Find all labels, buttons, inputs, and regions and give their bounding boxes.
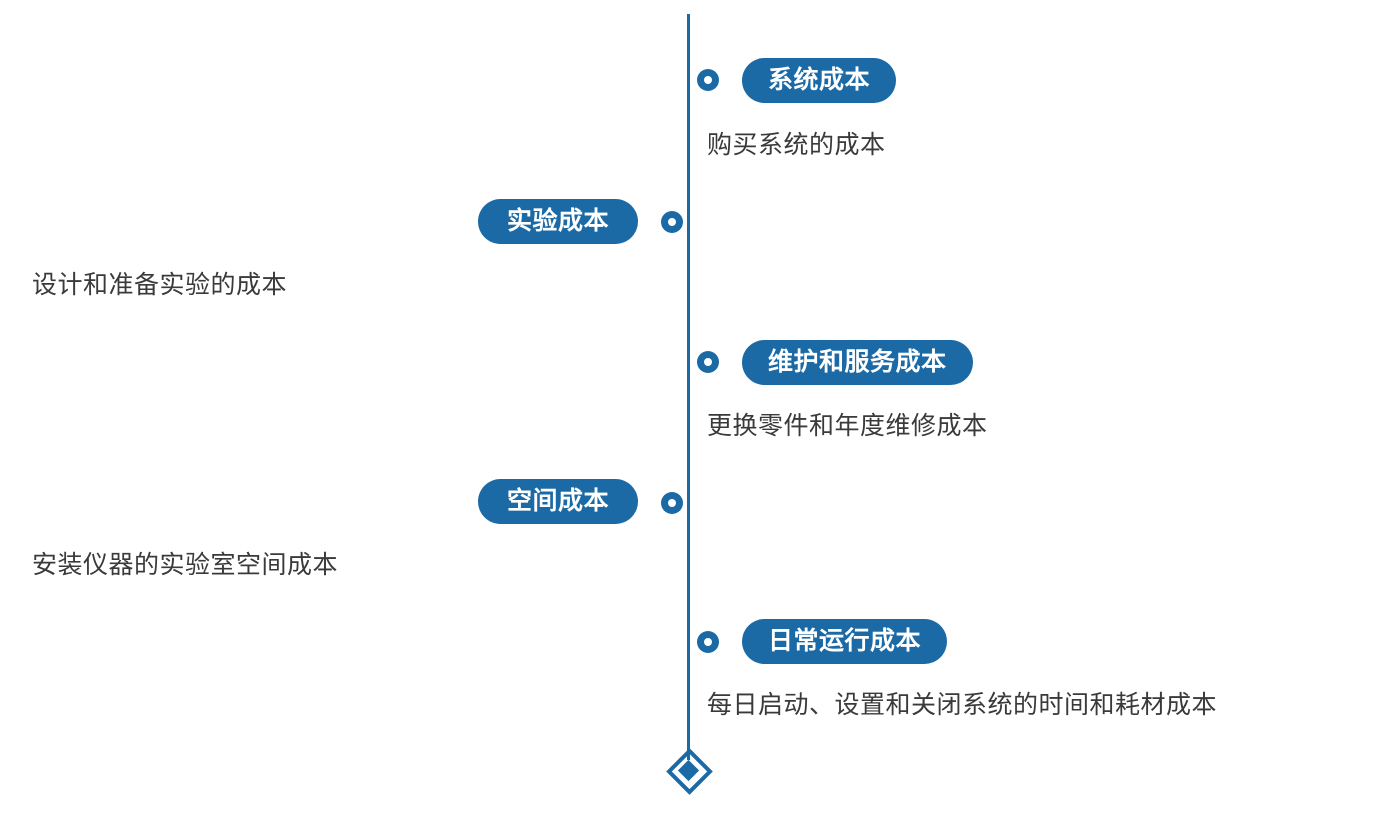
timeline-axis-line [687, 14, 690, 760]
timeline-label-maintenance-service-cost[interactable]: 维护和服务成本 [742, 340, 973, 385]
timeline-node-marker-experiment-cost[interactable] [661, 211, 683, 233]
timeline-label-experiment-cost[interactable]: 实验成本 [478, 199, 638, 244]
timeline-description-maintenance-service-cost: 更换零件和年度维修成本 [707, 412, 988, 440]
timeline-description-daily-operation-cost: 每日启动、设置和关闭系统的时间和耗材成本 [707, 691, 1218, 719]
timeline-label-system-cost[interactable]: 系统成本 [742, 58, 897, 103]
timeline-label-space-cost[interactable]: 空间成本 [478, 479, 638, 524]
timeline-node-marker-daily-operation-cost[interactable] [697, 631, 719, 653]
timeline-node-marker-maintenance-service-cost[interactable] [697, 351, 719, 373]
timeline-description-space-cost: 安装仪器的实验室空间成本 [32, 551, 339, 579]
timeline-end-diamond-icon [666, 748, 713, 795]
timeline-description-system-cost: 购买系统的成本 [707, 131, 886, 159]
timeline-label-daily-operation-cost[interactable]: 日常运行成本 [742, 619, 948, 664]
timeline-description-experiment-cost: 设计和准备实验的成本 [32, 271, 288, 299]
timeline-node-marker-space-cost[interactable] [661, 492, 683, 514]
timeline-node-marker-system-cost[interactable] [697, 69, 719, 91]
